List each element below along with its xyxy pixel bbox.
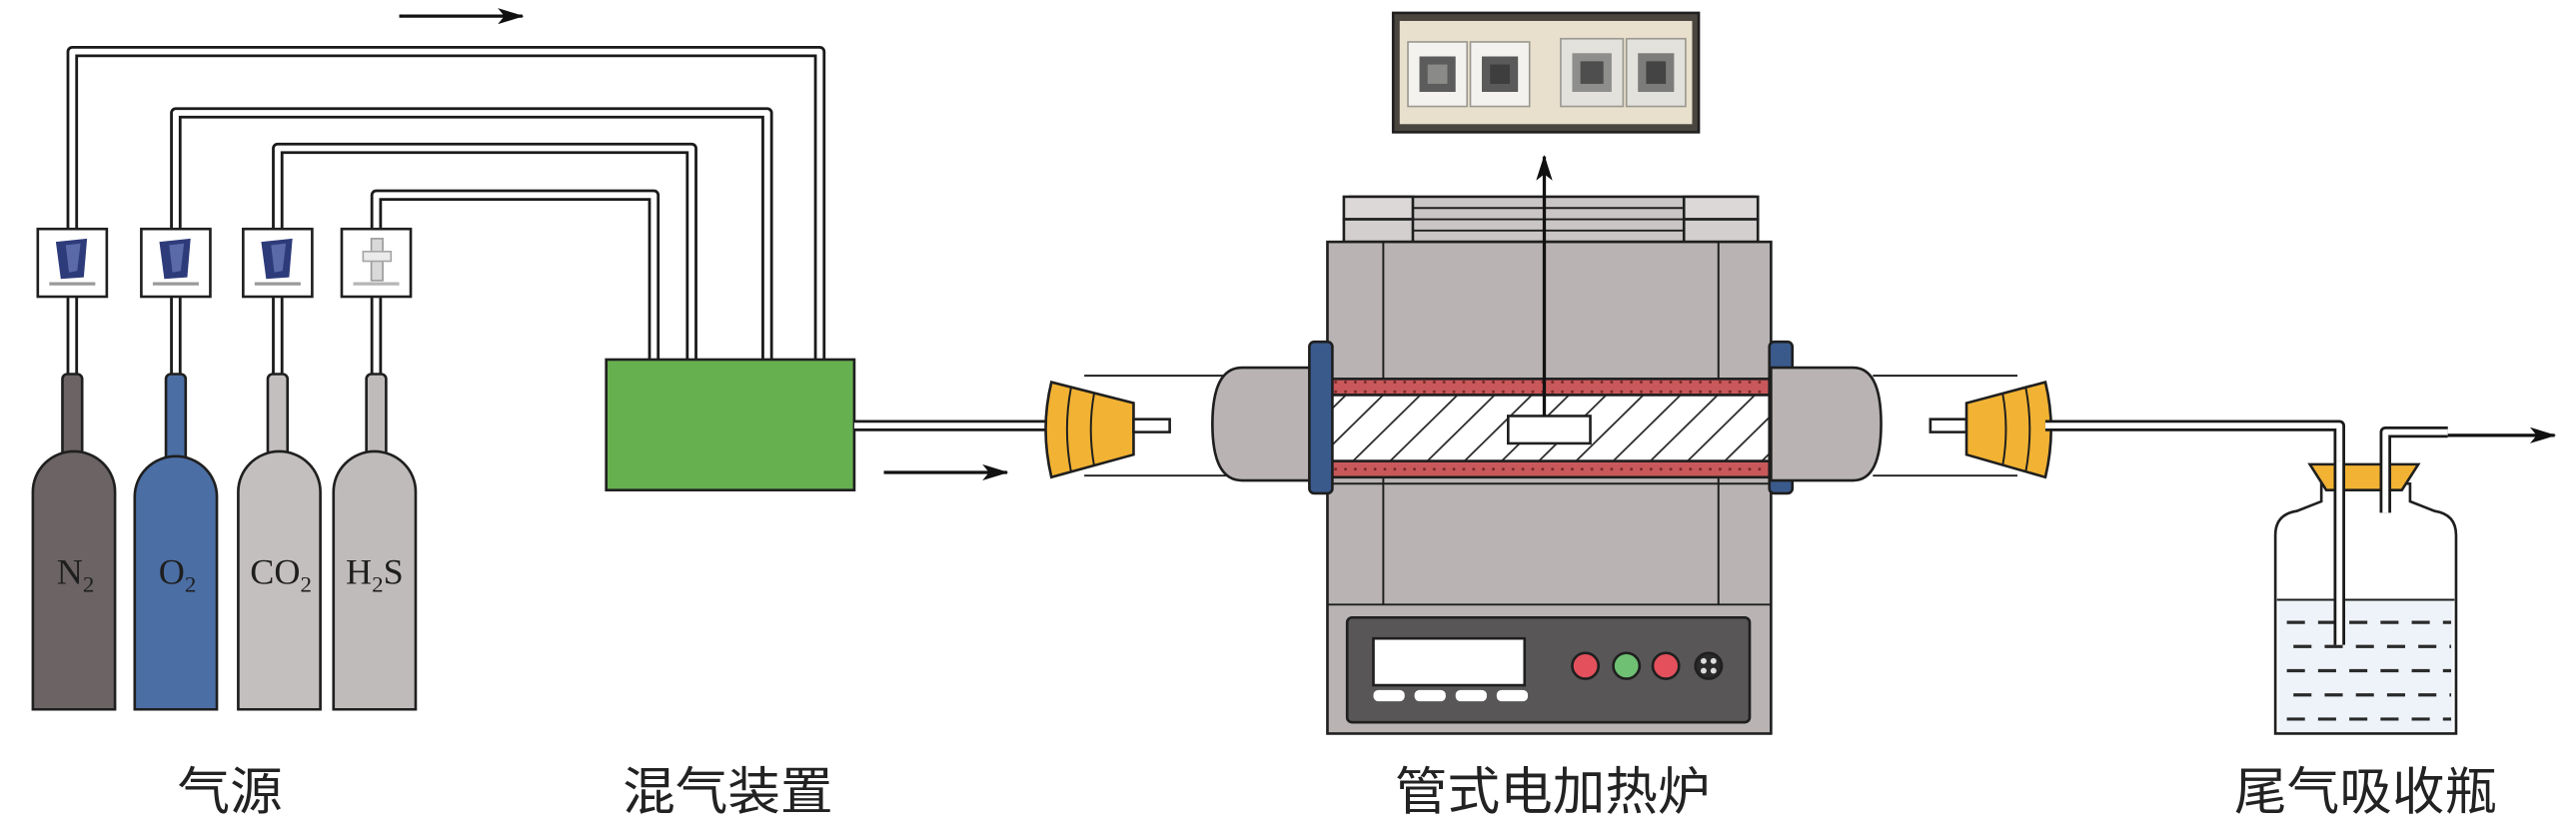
quartz-tube-right xyxy=(1873,375,2017,477)
o2-regulator xyxy=(140,227,212,299)
co2-gas-line xyxy=(272,142,697,362)
cylinder-formula: O2 xyxy=(159,552,197,597)
sample-boat xyxy=(1506,415,1592,445)
heating-element-bottom xyxy=(1329,459,1773,479)
quartz-tube-left xyxy=(1084,375,1236,477)
pressure-regulator-icon xyxy=(49,238,96,286)
crucible-sample xyxy=(1407,41,1469,108)
caption-gas-source: 气源 xyxy=(178,763,283,822)
panel-key xyxy=(1373,689,1405,702)
cylinder-body xyxy=(237,449,322,711)
n2-gas-line xyxy=(66,46,826,362)
co2-cylinder: CO2 xyxy=(237,373,322,711)
crucible-sample xyxy=(1560,37,1625,108)
indicator-light-green xyxy=(1612,651,1642,680)
cylinder-body xyxy=(31,449,117,711)
caption-absorption-bottle: 尾气吸收瓶 xyxy=(2234,763,2497,822)
panel-key xyxy=(1414,689,1446,702)
pressure-regulator-icon xyxy=(152,238,199,286)
power-switch-icon xyxy=(1694,651,1724,680)
furnace-tube-right-cap xyxy=(1770,366,1883,482)
cylinder-body xyxy=(133,454,219,711)
indicator-light-red xyxy=(1571,651,1601,680)
o2-gas-line xyxy=(170,107,773,362)
sample-photo xyxy=(1391,11,1701,134)
absorbent-liquid xyxy=(2278,599,2453,732)
left-tube-connector xyxy=(1044,380,1171,479)
heating-zone xyxy=(1329,378,1773,479)
caption-gas-mixer: 混气装置 xyxy=(623,763,832,822)
furnace-lid xyxy=(1342,195,1760,244)
cylinder-neck xyxy=(61,373,84,459)
gas-mixer xyxy=(605,358,856,492)
heating-element-top xyxy=(1329,378,1773,397)
connector-nozzle xyxy=(1929,418,1968,433)
n2-cylinder: N2 xyxy=(31,373,117,711)
left-flange xyxy=(1308,340,1334,495)
n2-regulator xyxy=(36,227,109,299)
crucible-sample xyxy=(1469,41,1531,108)
h2s-regulator xyxy=(340,227,413,299)
temperature-display xyxy=(1372,636,1527,687)
cylinder-neck xyxy=(365,373,388,459)
cylinder-neck xyxy=(164,373,188,464)
cylinder-body xyxy=(332,449,418,711)
pressure-regulator-icon xyxy=(254,238,301,286)
cylinder-formula: N2 xyxy=(57,552,95,597)
cylinder-neck-pipes xyxy=(66,297,383,378)
h2s-gas-line xyxy=(370,189,660,362)
tube-furnace xyxy=(1326,195,1773,735)
co2-regulator xyxy=(242,227,314,299)
control-panel xyxy=(1345,615,1752,724)
cylinder-neck xyxy=(266,373,290,459)
absorber-outlet-line xyxy=(2379,425,2448,513)
panel-key xyxy=(1455,689,1487,702)
h2s-cylinder: H2S xyxy=(332,373,418,711)
panel-key xyxy=(1496,689,1529,702)
crucible-sample xyxy=(1625,37,1687,108)
connector-nozzle xyxy=(1132,418,1171,433)
caption-tube-furnace: 管式电加热炉 xyxy=(1395,763,1711,822)
indicator-light-red xyxy=(1651,651,1681,680)
right-tube-connector xyxy=(1929,380,2053,479)
o2-cylinder: O2 xyxy=(133,373,219,711)
tail-gas-absorption-bottle xyxy=(2273,462,2458,735)
cylinder-formula: H2S xyxy=(346,552,404,597)
bottle-stopper xyxy=(2307,462,2421,492)
pressure-regulator-icon xyxy=(353,238,400,286)
cylinder-formula: CO2 xyxy=(250,552,312,597)
furnace-tube-left-cap xyxy=(1211,366,1336,482)
